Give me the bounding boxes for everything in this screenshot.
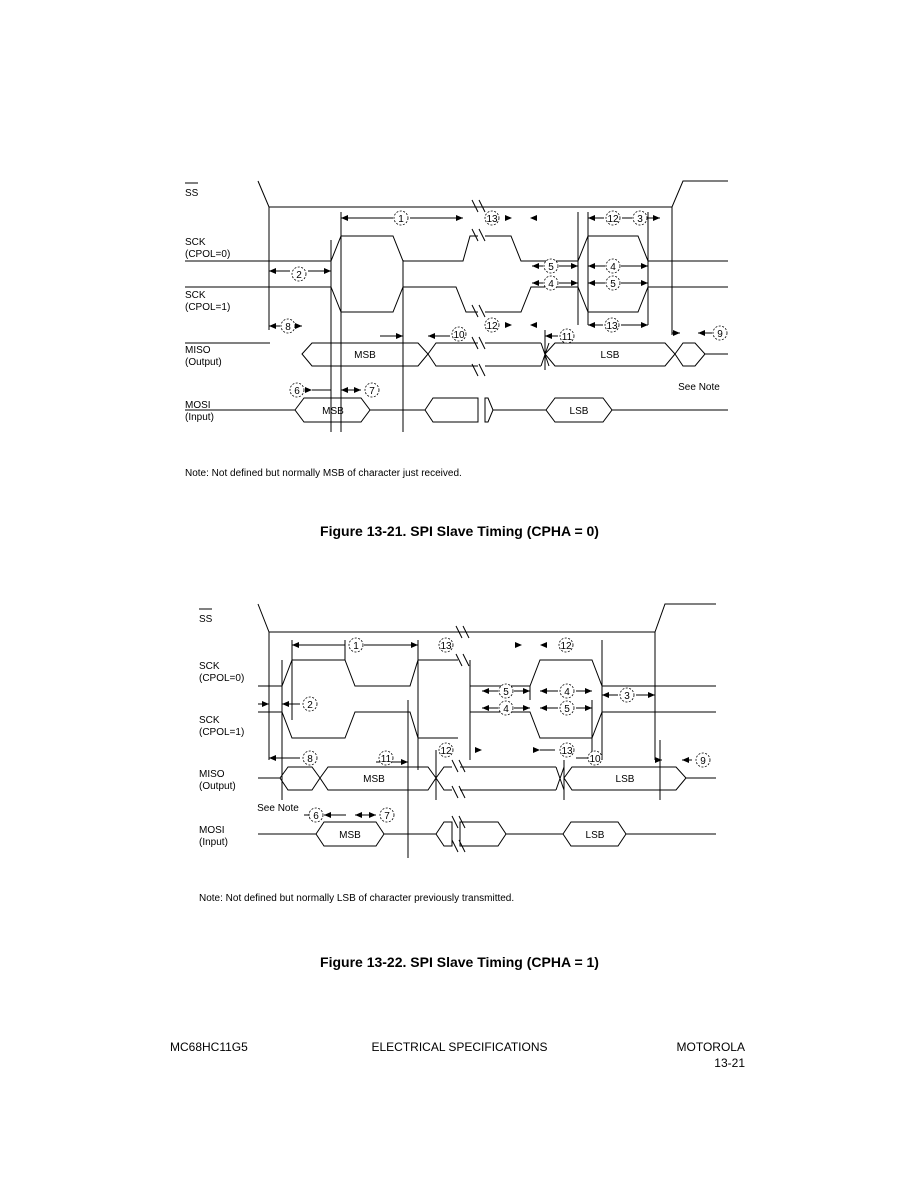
marker-13: 13 — [440, 641, 452, 652]
marker-8: 8 — [285, 322, 291, 333]
timing-diagram-cpha0: 1 2 8 13 12 3 5 4 4 5 12 13 10 11 9 6 7 … — [185, 180, 728, 432]
miso-lsb-label: LSB — [601, 350, 620, 361]
sck-cpol0-sublabel: (CPOL=0) — [199, 673, 244, 684]
marker-3: 3 — [637, 214, 643, 225]
miso-msb-label: MSB — [363, 774, 385, 785]
marker-10: 10 — [589, 754, 601, 765]
mosi-sublabel: (Input) — [199, 837, 228, 848]
figure1-note: Note: Not defined but normally MSB of ch… — [185, 468, 462, 479]
figure-13-22: 1 13 12 2 5 4 4 5 3 8 11 12 13 10 9 6 7 … — [0, 580, 919, 900]
figure2-note: Note: Not defined but normally LSB of ch… — [199, 893, 515, 904]
mosi-sublabel: (Input) — [185, 412, 214, 423]
marker-3: 3 — [624, 691, 630, 702]
marker-7: 7 — [384, 811, 390, 822]
marker-6: 6 — [313, 811, 319, 822]
marker-2: 2 — [296, 270, 302, 281]
marker-7: 7 — [369, 386, 375, 397]
ss-label: SS — [185, 188, 199, 199]
marker-9: 9 — [717, 329, 723, 340]
marker-5: 5 — [503, 687, 509, 698]
sck-cpol1-label: SCK — [185, 290, 206, 301]
sck-cpol0-waveform — [185, 235, 478, 262]
see-note-label: See Note — [257, 803, 299, 814]
marker-4: 4 — [564, 687, 570, 698]
marker-6: 6 — [294, 386, 300, 397]
marker-2: 2 — [307, 700, 313, 711]
sck-cpol1-sublabel: (CPOL=1) — [185, 302, 230, 313]
marker-12: 12 — [607, 214, 619, 225]
sck-cpol0-label: SCK — [185, 237, 206, 248]
sck-cpol0-label: SCK — [199, 661, 220, 672]
mosi-lsb-label: LSB — [570, 406, 589, 417]
marker-11: 11 — [381, 754, 392, 765]
footer-section-title: ELECTRICAL SPECIFICATIONS — [371, 1040, 548, 1054]
ss-waveform — [257, 603, 716, 633]
miso-lsb-label: LSB — [616, 774, 635, 785]
marker-4: 4 — [610, 262, 616, 273]
marker-4: 4 — [548, 279, 554, 290]
ss-waveform — [257, 180, 728, 208]
sck-cpol1-label: SCK — [199, 715, 220, 726]
marker-13: 13 — [561, 746, 573, 757]
marker-10: 10 — [453, 330, 465, 341]
sck-cpol0-waveform — [258, 659, 458, 687]
footer-brand: MOTOROLA — [676, 1040, 745, 1054]
miso-label: MISO — [199, 769, 225, 780]
marker-12: 12 — [560, 641, 572, 652]
marker-1: 1 — [398, 214, 404, 225]
marker-5: 5 — [548, 262, 554, 273]
marker-13: 13 — [606, 321, 618, 332]
marker-12: 12 — [440, 746, 452, 757]
sck-cpol1-waveform — [258, 711, 458, 739]
marker-4: 4 — [503, 704, 509, 715]
marker-9: 9 — [700, 756, 706, 767]
see-note-label: See Note — [678, 382, 720, 393]
miso-sublabel: (Output) — [199, 781, 236, 792]
marker-1: 1 — [353, 641, 359, 652]
miso-msb-label: MSB — [354, 350, 376, 361]
marker-8: 8 — [307, 754, 313, 765]
mosi-msb-label: MSB — [322, 406, 344, 417]
marker-13: 13 — [486, 214, 498, 225]
miso-sublabel: (Output) — [185, 357, 222, 368]
mosi-label: MOSI — [185, 400, 211, 411]
mosi-lsb-label: LSB — [586, 830, 605, 841]
sck-cpol1-waveform — [185, 286, 478, 313]
ss-label: SS — [199, 614, 213, 625]
figure-13-21: 1 2 8 13 12 3 5 4 4 5 12 13 10 11 9 6 7 … — [0, 0, 919, 500]
mosi-label: MOSI — [199, 825, 225, 836]
sck-cpol1-sublabel: (CPOL=1) — [199, 727, 244, 738]
footer-part-number: MC68HC11G5 — [170, 1040, 248, 1054]
marker-5: 5 — [564, 704, 570, 715]
marker-5: 5 — [610, 279, 616, 290]
miso-label: MISO — [185, 345, 211, 356]
mosi-msb-label: MSB — [339, 830, 361, 841]
figure2-caption: Figure 13-22. SPI Slave Timing (CPHA = 1… — [320, 954, 599, 970]
marker-11: 11 — [562, 332, 573, 343]
marker-12: 12 — [486, 321, 498, 332]
footer-page-number: 13-21 — [714, 1056, 745, 1070]
figure1-caption: Figure 13-21. SPI Slave Timing (CPHA = 0… — [320, 523, 599, 539]
timing-diagram-cpha1: 1 13 12 2 5 4 4 5 3 8 11 12 13 10 9 6 7 … — [199, 603, 716, 858]
sck-cpol0-sublabel: (CPOL=0) — [185, 249, 230, 260]
